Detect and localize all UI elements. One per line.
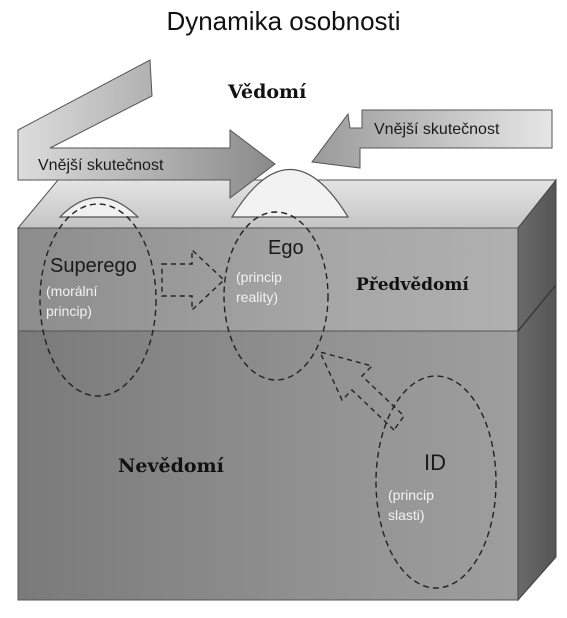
external-reality-left-label: Vnější skutečnost: [38, 157, 164, 174]
superego-desc-line1: (morální: [46, 283, 97, 299]
level-preconscious-label: Předvědomí: [356, 275, 469, 295]
id-desc-line1: (princip: [388, 487, 434, 503]
level-unconscious-label: Nevědomí: [118, 455, 225, 477]
ego-desc-line1: (princip: [236, 269, 282, 285]
block-front-unconscious: [17, 330, 519, 601]
superego-desc-line2: princip): [46, 303, 92, 319]
id-desc-line2: slasti): [388, 507, 425, 523]
ego-dome: [230, 168, 350, 218]
block-side-face: [517, 178, 557, 602]
superego-name: Superego: [50, 255, 137, 277]
ego-name: Ego: [268, 237, 304, 259]
id-name: ID: [424, 450, 446, 475]
external-reality-right-label: Vnější skutečnost: [374, 121, 500, 138]
id-oval: [375, 375, 497, 589]
diagram-title: Dynamika osobnosti: [166, 6, 401, 36]
superego-dome: [58, 196, 140, 218]
superego-oval: [39, 203, 157, 397]
block-front-preconscious: [17, 227, 519, 332]
external-reality-arrow-right: [311, 109, 553, 169]
side-divider: [517, 284, 557, 332]
ego-desc-line2: reality): [236, 289, 278, 305]
external-reality-arrow-left: [17, 59, 276, 200]
superego-to-ego-arrow: [161, 248, 226, 312]
level-conscious-label: Vědomí: [227, 81, 307, 103]
ego-oval: [223, 211, 329, 381]
